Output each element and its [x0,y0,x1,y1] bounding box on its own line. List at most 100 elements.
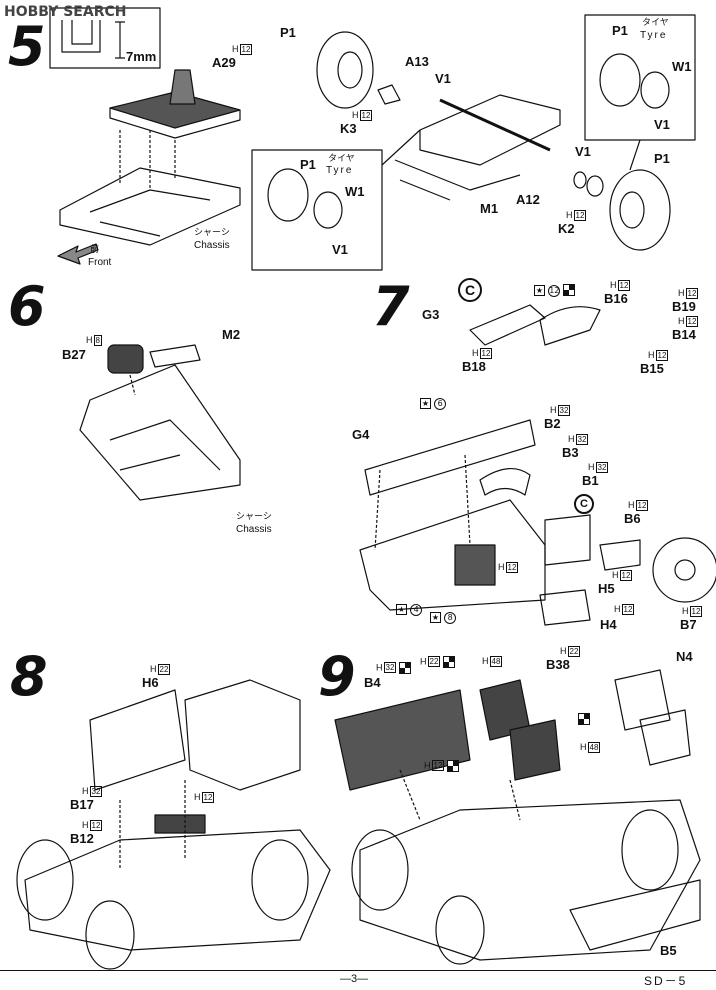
step-number-9: 9 [318,645,356,708]
callout-left-v1: V1 [332,242,348,257]
label-a13: A13 [405,54,429,69]
inset-dimension-line [115,21,125,59]
label-b16: B16 [604,291,628,306]
c-mark-icon-2: C [574,494,594,514]
c-mark-icon: C [458,278,482,302]
mark-4-decal: ★ 4 [396,604,423,616]
chassis-9-shape [359,799,701,961]
label-b3: B3 [562,445,579,460]
label-b6: B6 [624,511,641,526]
star-icon: ★ [430,612,441,623]
checker-paint-b38 [578,710,590,728]
star-icon: ★ [420,398,431,409]
kit-code: SD－5 [644,974,688,988]
callout-right-tyre-jp: タイヤ [642,18,669,28]
callout-left-p1: P1 [300,157,316,172]
callout-left-tyre-jp: タイヤ [328,154,355,164]
mark-g3-decal: ★ 12 [534,284,576,297]
mark-g4-decal: ★ 6 [420,398,447,410]
front-en: Front [88,257,112,268]
label-b2: B2 [544,416,561,431]
step-number-7: 7 [372,275,410,338]
label-k3: K3 [340,121,357,136]
label-m1: M1 [480,201,499,216]
label-p1: P1 [280,25,296,40]
part-center-console [454,544,496,586]
label-b18: B18 [462,359,486,374]
chassis-6-en: Chassis [236,524,272,535]
label-h4: H4 [600,617,617,632]
label-b15: B15 [640,361,664,376]
star-icon: ★ [396,604,407,615]
checker-paint-icon [578,712,590,725]
checker-paint-icon [446,760,459,772]
chassis-6-jp: シャーシ [236,512,272,522]
label-g3: G3 [422,307,440,322]
label-b1: B1 [582,473,599,488]
label-b4: B4 [364,675,381,690]
label-v1-mid: V1 [575,144,591,159]
part-b27-shape [107,344,144,374]
label-a29: A29 [212,55,236,70]
label-g4: G4 [352,427,370,442]
callout-box-left [251,149,383,271]
label-b12: B12 [70,831,94,846]
chassis-5-en: Chassis [194,240,230,251]
dashboard-shape [359,499,546,611]
wheel-p1-right [609,169,671,251]
label-b5: B5 [660,943,677,958]
label-v1-top: V1 [435,71,451,86]
wheel-p1-left [316,31,374,109]
label-k2: K2 [558,221,575,236]
part-b2-shape [364,419,536,496]
footer-rule [0,970,716,971]
chassis-5-shape [59,167,241,246]
callout-left-w1: W1 [345,184,365,199]
checker-paint-icon [398,662,411,674]
label-h5: H5 [598,581,615,596]
part-n4-shape [614,669,671,731]
step-number-6: 6 [8,275,46,338]
chassis-6-shape [79,364,241,501]
part-b16-shape [539,306,601,346]
part-h6-shape [184,679,301,791]
part-b5-shape [569,879,701,951]
front-jp: 前 [90,245,100,255]
chassis-5-jp: シャーシ [194,228,230,238]
callout-right-tyre-en: Tyre [640,30,668,41]
label-n4: N4 [676,649,693,664]
page-number: —3— [340,973,369,985]
mark-8-decal: ★ 8 [430,612,457,624]
callout-right-v1: V1 [654,117,670,132]
steering-wheel-b7 [652,537,716,603]
checker-paint-icon [563,284,576,296]
label-h6: H6 [142,675,159,690]
inset-box-7mm [49,7,161,69]
inset-dimension-7mm: 7mm [126,49,157,64]
step-number-5: 5 [8,15,46,78]
label-b27: B27 [62,347,86,362]
